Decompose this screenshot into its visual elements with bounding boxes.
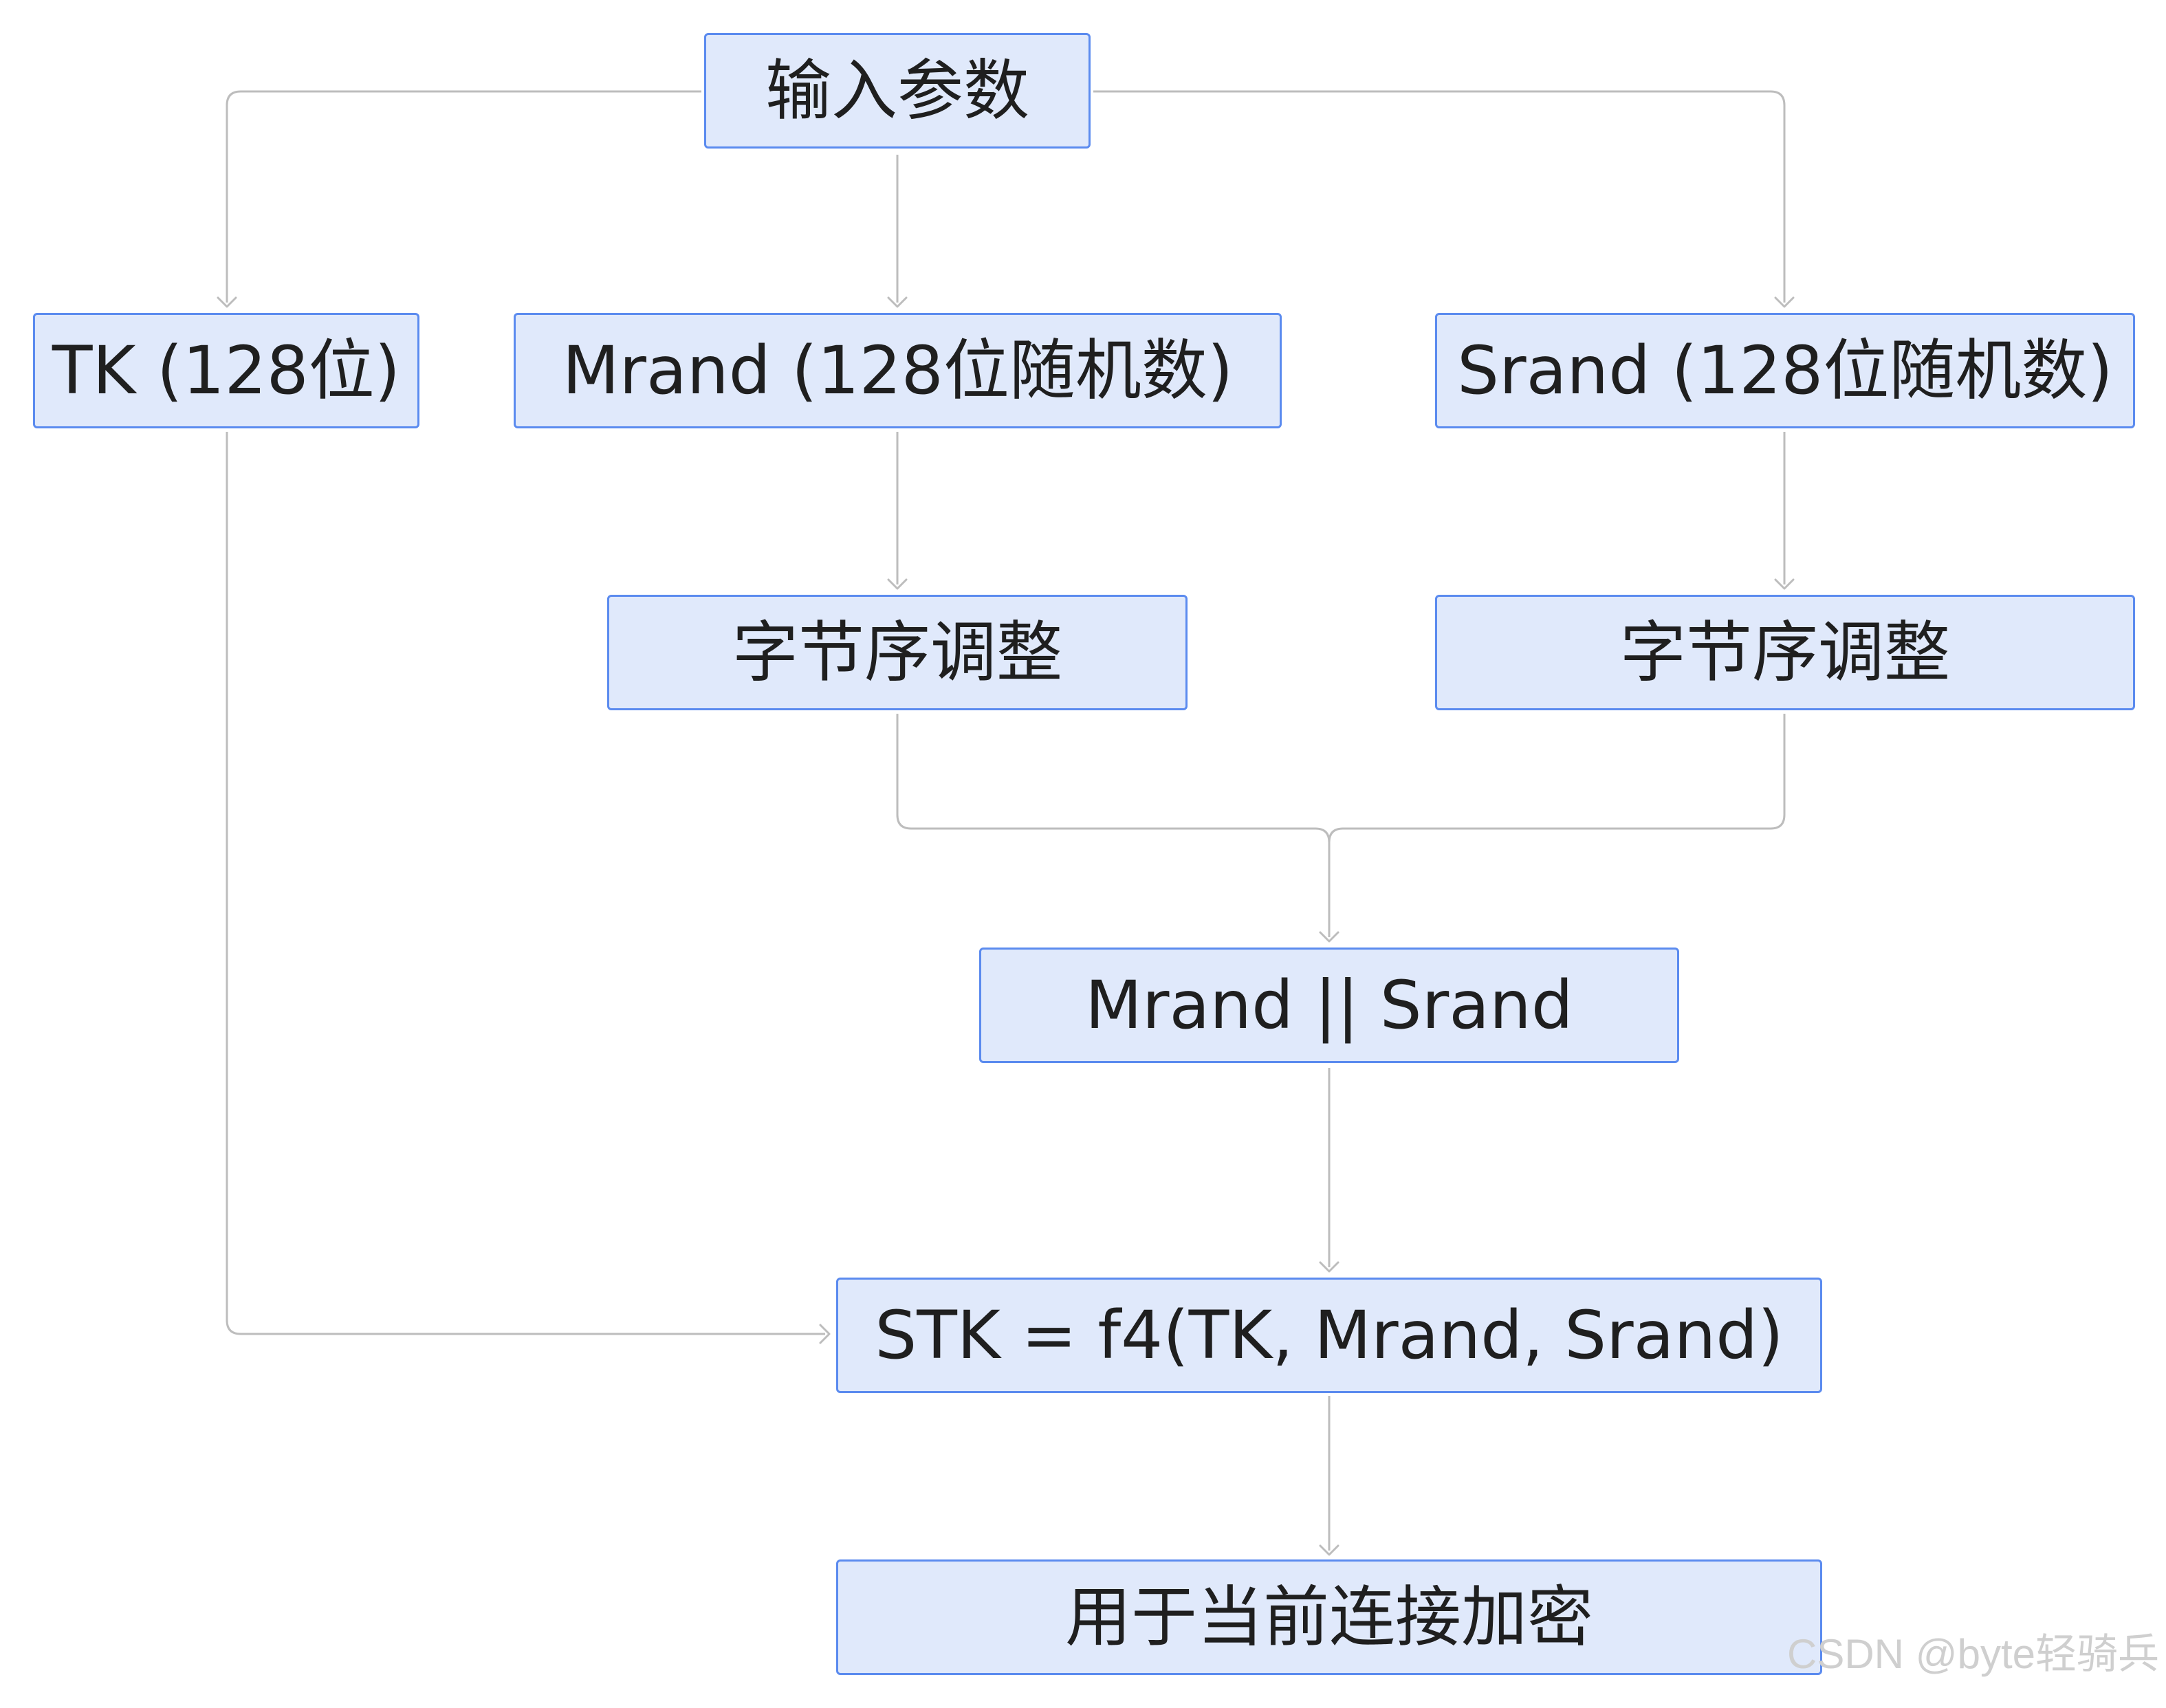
edge-input-to-tk — [226, 90, 701, 303]
arrowhead-stk-from-concat — [1319, 1261, 1339, 1273]
node-input-params: 输入参数 — [704, 33, 1091, 149]
arrowhead-stk-from-tk — [819, 1324, 831, 1344]
node-use-for-encryption: 用于当前连接加密 — [836, 1559, 1822, 1675]
edge-swap-left-to-concat — [896, 714, 1331, 937]
arrowhead-concat — [1319, 931, 1339, 943]
node-stk: STK = f4(TK, Mrand, Srand) — [836, 1278, 1822, 1393]
edge-tk-to-stk — [226, 432, 825, 1335]
node-byte-order-right: 字节序调整 — [1435, 595, 2135, 710]
watermark: CSDN @byte轻骑兵 — [1787, 1631, 2159, 1677]
arrowhead-use — [1319, 1544, 1339, 1556]
edge-swap-right-to-concat — [1328, 714, 1786, 843]
arrowhead-tk — [217, 296, 237, 308]
node-byte-order-left: 字节序调整 — [607, 595, 1188, 710]
arrowhead-mrand — [887, 296, 908, 308]
node-srand: Srand (128位随机数) — [1435, 313, 2135, 428]
arrowhead-swap-right — [1774, 578, 1795, 590]
node-mrand: Mrand (128位随机数) — [514, 313, 1282, 428]
edge-input-to-srand — [1093, 90, 1786, 303]
node-concat: Mrand || Srand — [979, 948, 1679, 1063]
node-tk: TK (128位) — [33, 313, 419, 428]
arrowhead-srand — [1774, 296, 1795, 308]
arrowhead-swap-left — [887, 578, 908, 590]
